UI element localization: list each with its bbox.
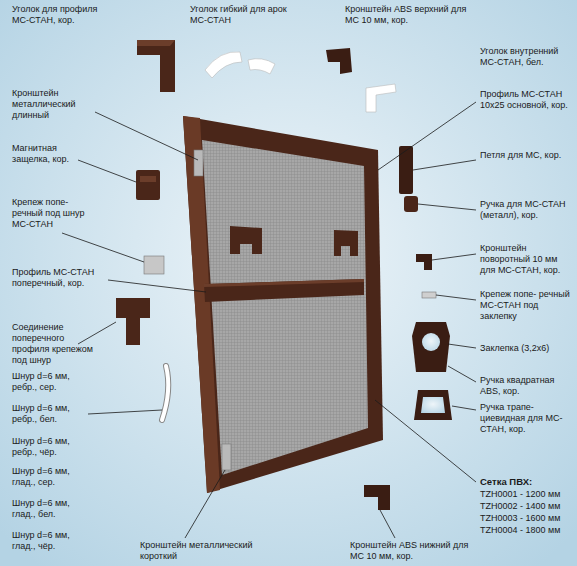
part-label: Шнур d=6 мм, ребр., сер. — [12, 371, 87, 393]
part-icons — [116, 40, 452, 510]
part-label: Заклепка (3,2х6) — [480, 343, 570, 354]
part-label: Уголок внутренний МС-СТАН, бел. — [480, 46, 570, 68]
part-label: Магнитная защелка, кор. — [12, 143, 92, 165]
part-label: Шнур d=6 мм, глад., сер. — [12, 466, 87, 488]
part-label: Кронштейн ABS нижний для МС 10 мм, кор. — [350, 540, 475, 562]
part-label: Шнур d=6 мм, ребр., бел. — [12, 403, 87, 425]
leader-lines — [62, 102, 476, 538]
part-label: Крепеж попе- речный МС-СТАН под заклепку — [480, 289, 570, 322]
part-label: Шнур d=6 мм, глад., чёр. — [12, 530, 87, 552]
part-label: Сетка ПВХ: — [480, 476, 570, 487]
part-label: Кронштейн металлический короткий — [140, 540, 260, 562]
part-label: TZH0004 - 1800 мм — [480, 525, 572, 536]
part-label: Петля для МС, кор. — [480, 150, 568, 161]
part-label: TZH0003 - 1600 мм — [480, 513, 572, 524]
part-label: Ручка для МС-СТАН (металл), кор. — [480, 199, 570, 221]
part-label: Уголок для профиля МС-СТАН, кор. — [12, 4, 102, 26]
part-label: Крепеж попе- речный под шнур МС-СТАН — [12, 197, 92, 230]
window-frame — [183, 116, 383, 493]
part-label: Профиль МС-СТАН 10x25 основной, кор. — [480, 89, 568, 111]
part-label: TZH0001 - 1200 мм — [480, 489, 572, 500]
part-label: Шнур d=6 мм, ребр., чёр. — [12, 436, 87, 458]
part-label: Профиль МС-СТАН поперечный, кор. — [12, 267, 107, 289]
part-label: Соединение поперечного профиля крепежом … — [12, 322, 102, 366]
part-label: Ручка квадратная ABS, кор. — [480, 375, 570, 397]
part-label: Шнур d=6 мм, глад., бел. — [12, 498, 87, 520]
part-label: TZH0002 - 1400 мм — [480, 501, 572, 512]
part-label: Кронштейн металлический длинный — [12, 88, 92, 121]
part-label: Ручка трапе- циевидная для МС-СТАН, кор. — [480, 402, 565, 435]
part-label: Уголок гибкий для арок МС-СТАН — [190, 4, 290, 26]
part-label: Кронштейн ABS верхний для МС 10 мм, кор. — [345, 4, 470, 26]
part-label: Кронштейн поворотный 10 мм для МС-СТАН, … — [480, 243, 570, 276]
